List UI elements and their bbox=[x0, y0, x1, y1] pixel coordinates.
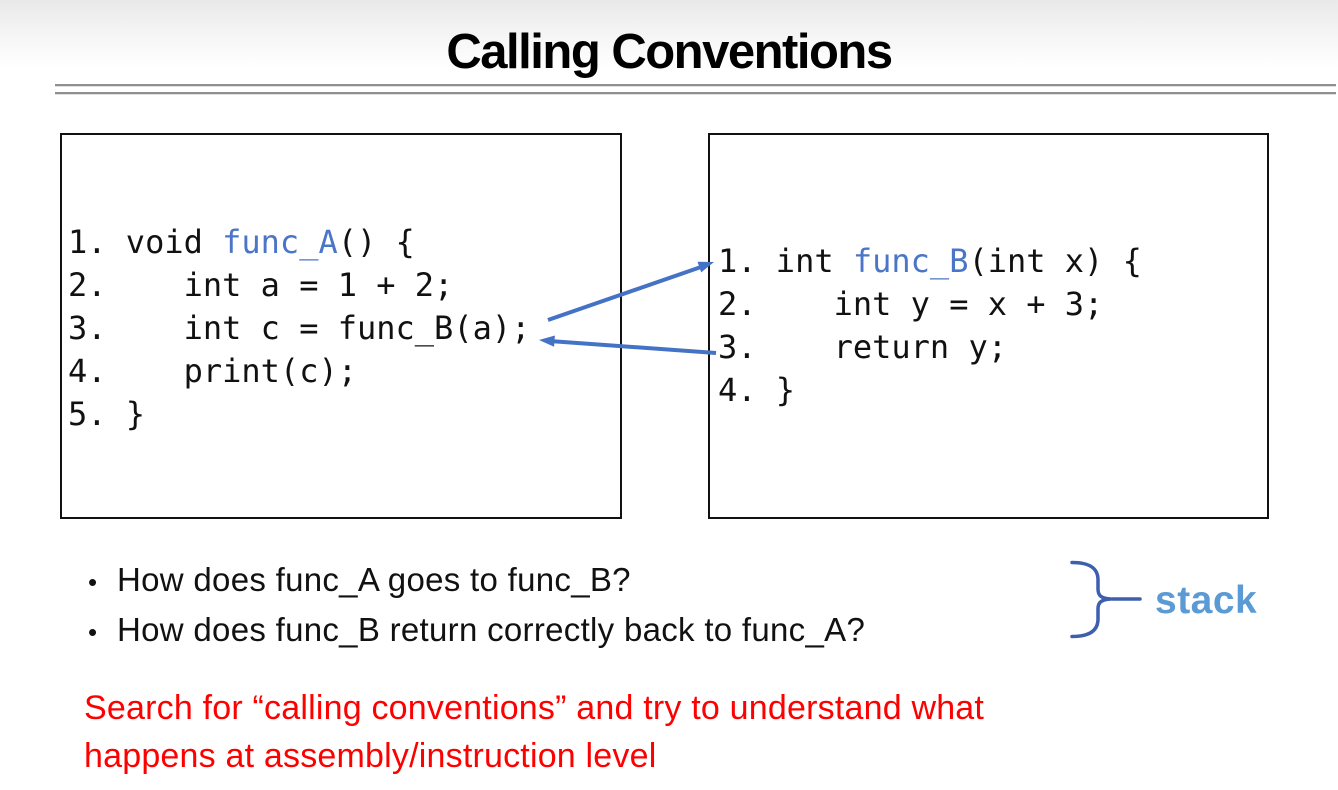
code-line: 2. int a = 1 + 2; bbox=[68, 266, 454, 304]
code-line: 4. } bbox=[718, 371, 796, 409]
note-line: Search for “calling conventions” and try… bbox=[84, 689, 985, 727]
bullet-item: • How does func_B return correctly back … bbox=[88, 606, 865, 656]
bullet-dot: • bbox=[88, 567, 98, 597]
bullet-item: • How does func_A goes to func_B? bbox=[88, 556, 865, 606]
title-divider-line bbox=[55, 92, 1336, 94]
func-b-name: func_B bbox=[852, 242, 969, 280]
title-divider-line bbox=[55, 84, 1336, 86]
code-func-b: 1. int func_B(int x) { 2. int y = x + 3; 3… bbox=[710, 135, 1267, 412]
code-func-a: 1. void func_A() { 2. int a = 1 + 2; 3. in… bbox=[62, 135, 620, 436]
code-box-func-a: 1. void func_A() { 2. int a = 1 + 2; 3. in… bbox=[60, 133, 622, 519]
page-title: Calling Conventions bbox=[446, 25, 893, 79]
bullet-text: How does func_A goes to func_B? bbox=[117, 561, 631, 598]
code-line: 2. int y = x + 3; bbox=[718, 285, 1104, 323]
instruction-note: Search for “calling conventions” and try… bbox=[84, 684, 984, 780]
note-line: happens at assembly/instruction level bbox=[84, 737, 657, 775]
code-box-func-b: 1. int func_B(int x) { 2. int y = x + 3; 3… bbox=[708, 133, 1269, 519]
code-line: 1. void func_A() { bbox=[68, 223, 415, 261]
code-line: 3. return y; bbox=[718, 328, 1007, 366]
code-line: 4. print(c); bbox=[68, 352, 357, 390]
bullet-text: How does func_B return correctly back to… bbox=[117, 611, 866, 648]
code-line: 5. } bbox=[68, 395, 146, 433]
code-line: 3. int c = func_B(a); bbox=[68, 309, 531, 347]
func-a-name: func_A bbox=[222, 223, 338, 261]
question-bullets: • How does func_A goes to func_B? • How … bbox=[88, 556, 865, 656]
bullet-dot: • bbox=[88, 617, 98, 647]
code-line: 1. int func_B(int x) { bbox=[718, 242, 1142, 280]
brace-icon bbox=[1070, 560, 1142, 639]
stack-label: stack bbox=[1155, 579, 1258, 622]
